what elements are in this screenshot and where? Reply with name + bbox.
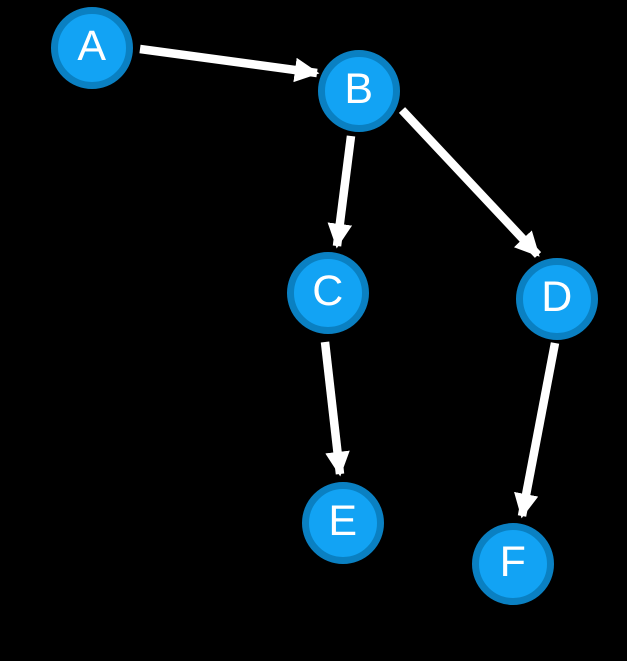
node-A[interactable]: A — [51, 7, 133, 89]
node-label-C: C — [312, 267, 344, 315]
node-label-D: D — [541, 273, 573, 321]
node-label-B: B — [344, 65, 374, 113]
node-B[interactable]: B — [318, 50, 400, 132]
edge-B-D — [398, 107, 542, 258]
node-E[interactable]: E — [302, 482, 384, 564]
node-C[interactable]: C — [287, 252, 369, 334]
edge-B-C — [327, 135, 356, 249]
edge-C-E — [320, 341, 350, 477]
node-label-F: F — [499, 538, 527, 586]
edge-A-B — [139, 44, 320, 83]
node-label-A: A — [77, 22, 107, 70]
node-label-E: E — [328, 497, 358, 545]
edge-D-F — [514, 342, 560, 519]
node-F[interactable]: F — [472, 523, 554, 605]
node-D[interactable]: D — [516, 258, 598, 340]
